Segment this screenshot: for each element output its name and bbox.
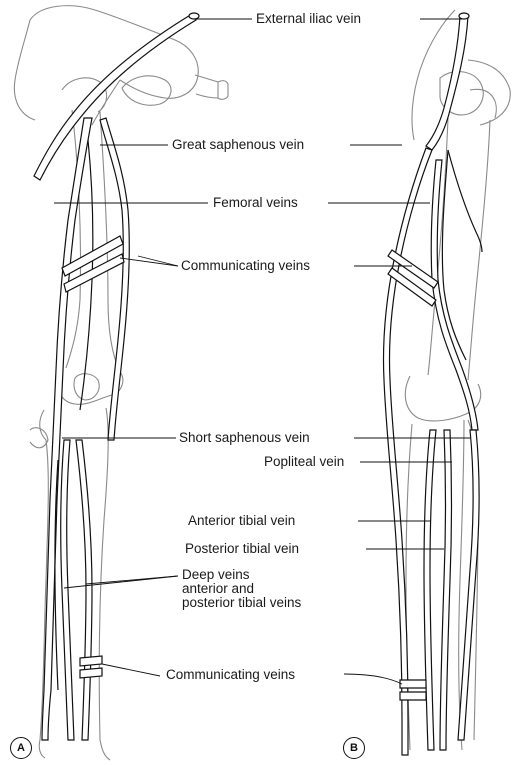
label-short-saphenous-vein: Short saphenous vein [179,430,310,445]
panel-a-veins [34,13,199,740]
label-great-saphenous-vein: Great saphenous vein [172,137,304,152]
obturator-a [122,76,171,105]
communicating-veins-lower-b [400,680,426,688]
label-deep-veins-line1: Deep veins [182,568,301,582]
iliac-cut-b [459,13,469,19]
panel-b-veins [383,13,482,755]
communicating-veins-lower-a-2 [80,668,102,678]
label-deep-veins-line2: anterior and [182,582,301,596]
panel-marker-a: A [10,737,32,759]
label-communicating-veins-upper: Communicating veins [181,258,310,273]
label-communicating-veins-lower: Communicating veins [166,667,295,682]
leader-communicating-lower-a [102,664,160,676]
leader-deep-veins-2 [86,576,178,584]
femoral-vein-a-1 [100,118,129,440]
label-anterior-tibial-vein: Anterior tibial vein [188,513,295,528]
communicating-veins-lower-b-2 [400,692,426,700]
deep-veins-a-2 [76,440,92,740]
label-femoral-veins: Femoral veins [213,195,298,210]
ankle-a [39,740,110,760]
short-saphenous-vein-b [458,430,479,740]
label-external-iliac-vein: External iliac vein [256,11,361,26]
label-deep-veins-line3: posterior tibial veins [182,596,301,610]
communicating-veins-lower-a [80,656,102,666]
femoral-vein-b [431,160,478,430]
iliac-cut-a [189,13,199,19]
fibula-a [30,428,48,448]
great-saphenous-vein-b [383,148,432,755]
panel-marker-b: B [343,737,365,759]
posterior-tibial-vein-b [440,430,452,750]
label-deep-veins: Deep veins anterior and posterior tibial… [182,568,301,610]
label-posterior-tibial-vein: Posterior tibial vein [185,541,299,556]
profunda-branch-b [448,150,482,252]
anterior-tibial-vein-b [424,430,436,750]
panel-b-bones [405,10,510,750]
label-popliteal-vein: Popliteal vein [264,454,344,469]
deep-veins-a-1 [61,440,74,740]
leader-communicating-lower-b [344,674,402,684]
